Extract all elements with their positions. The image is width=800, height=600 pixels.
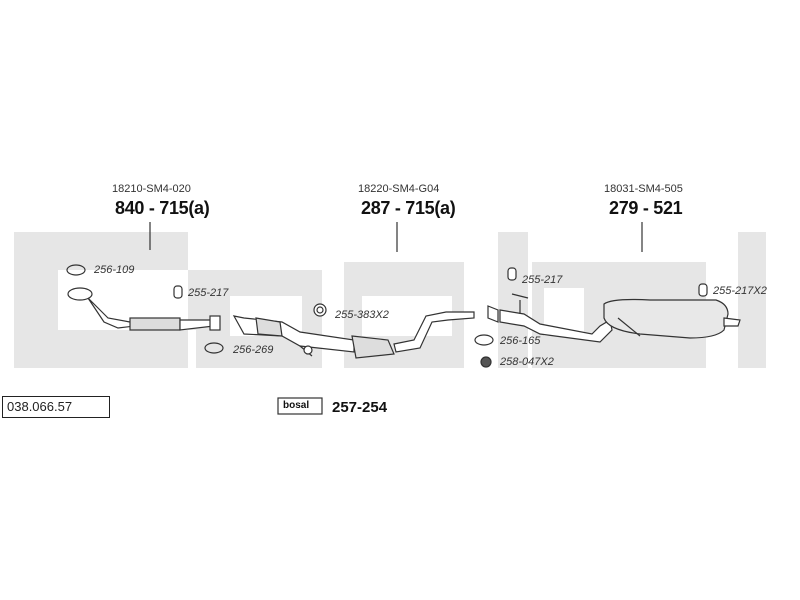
accessory-label-mount-middle: 255-383X2: [335, 309, 389, 321]
mount-icon: [313, 303, 327, 317]
kit-logo: bosal: [283, 400, 310, 411]
oem-number-middle: 18220-SM4-G04: [358, 183, 440, 195]
front-pipe: [67, 287, 221, 331]
catalytic-converter: [232, 311, 475, 359]
nut-icon: [480, 356, 492, 368]
accessory-label-gasket-front: 256-109: [94, 264, 135, 276]
oem-number-rear: 18031-SM4-505: [604, 183, 683, 195]
part-number-rear: 279 - 521: [609, 198, 683, 218]
accessory-label-gasket-rear: 256-165: [500, 335, 541, 347]
accessory-label-clamp-tail: 255-217X2: [713, 285, 767, 297]
gasket-icon: [474, 334, 494, 346]
part-number-front: 840 - 715(a): [115, 198, 210, 218]
accessory-label-clamp-rear: 255-217: [522, 274, 563, 286]
oem-number-front: 18210-SM4-020: [112, 183, 191, 195]
clamp-icon: [173, 267, 708, 299]
gasket-icon: [66, 264, 86, 276]
rear-silencer: [487, 293, 741, 343]
part-number-middle: 287 - 715(a): [361, 198, 456, 218]
accessory-label-nut-rear: 258-047X2: [500, 356, 554, 368]
kit-part-number: 257-254: [332, 399, 388, 416]
kit-box-icon: [277, 397, 323, 415]
accessory-label-gasket-front-lower: 256-269: [233, 344, 274, 356]
gasket-icon: [204, 342, 224, 354]
accessory-label-clamp-front: 255-217: [188, 287, 229, 299]
reference-number: 038.066.57: [2, 396, 110, 418]
